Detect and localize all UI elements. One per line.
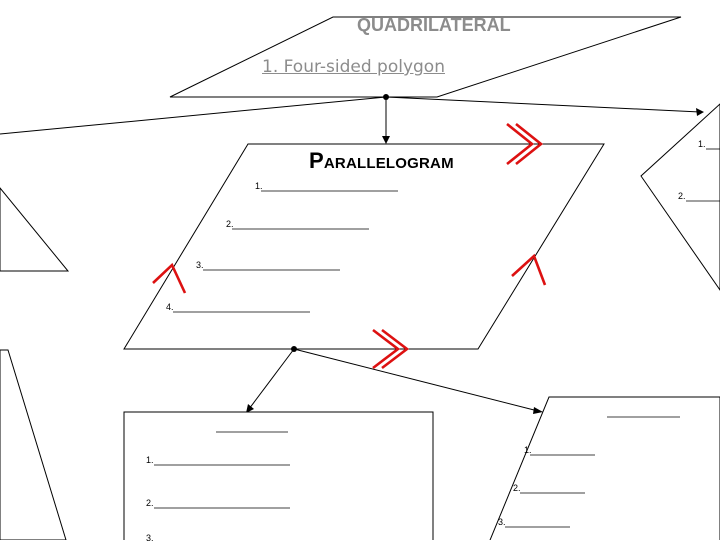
parallelogram-item-4: 4.: [166, 302, 174, 312]
single-arrow-mark-left: [152, 262, 187, 294]
parallelogram-title: Parallelogram: [309, 148, 454, 173]
connector-to-bottom-right: [293, 348, 539, 412]
right-shape-item-2: 2.: [678, 191, 686, 201]
right-shape: [640, 103, 720, 291]
connector-to-left-shape: [0, 96, 387, 135]
parallelogram-shape: [123, 143, 605, 350]
bottom-right-shape: [489, 396, 720, 540]
arrowhead-right: [696, 108, 704, 116]
double-arrow-mark-top-1: [506, 122, 535, 166]
arrowhead-down: [382, 136, 390, 144]
parallelogram-item-1: 1.: [255, 181, 263, 191]
parallelogram-item-2: 2.: [226, 219, 234, 229]
box-item-1: 1.: [146, 455, 154, 465]
junction-dot-top: [383, 94, 389, 100]
double-arrow-mark-top-2: [515, 122, 544, 166]
box-item-3: 3.: [146, 533, 154, 543]
bottom-left-box: [123, 411, 434, 540]
arrowhead-bottom-right: [533, 407, 543, 414]
parallelogram-item-3: 3.: [196, 260, 204, 270]
double-arrow-mark-bottom-2: [381, 328, 410, 370]
left-triangle-shape: [0, 187, 70, 272]
bottom-right-item-1: 1.: [524, 445, 532, 455]
bottom-right-item-3: 3.: [498, 517, 506, 527]
quadrilateral-shape: [169, 16, 682, 98]
quadrilateral-title: QUADRILATERAL: [357, 15, 511, 35]
bottom-right-item-2: 2.: [513, 483, 521, 493]
box-item-2: 2.: [146, 498, 154, 508]
arrowhead-bottom-left: [246, 404, 254, 413]
connector-to-right-shape: [385, 96, 701, 113]
quadrilateral-definition: 1. Four-sided polygon: [262, 57, 445, 77]
bottom-left-slanted-shape: [0, 349, 67, 540]
single-arrow-mark-right: [511, 253, 547, 286]
connector-to-bottom-left: [248, 348, 295, 410]
right-shape-item-1: 1.: [698, 139, 706, 149]
junction-dot-bottom: [291, 346, 297, 352]
double-arrow-mark-bottom-1: [372, 328, 401, 370]
